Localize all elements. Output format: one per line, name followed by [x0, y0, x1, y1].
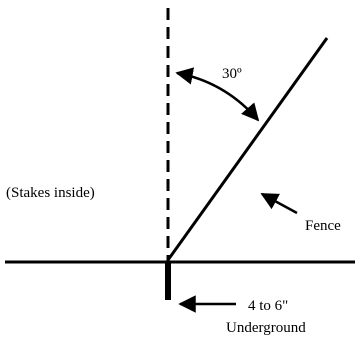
stakes-inside-label: (Stakes inside) [6, 185, 95, 201]
angle-arc-arrow [175, 67, 260, 122]
depth-label: 4 to 6" [248, 298, 288, 314]
angle-label: 30º [222, 66, 242, 82]
underground-label: Underground [226, 320, 306, 336]
fence-label: Fence [305, 218, 341, 234]
fence-pointer-arrow [260, 192, 298, 215]
fence-line [166, 37, 329, 261]
